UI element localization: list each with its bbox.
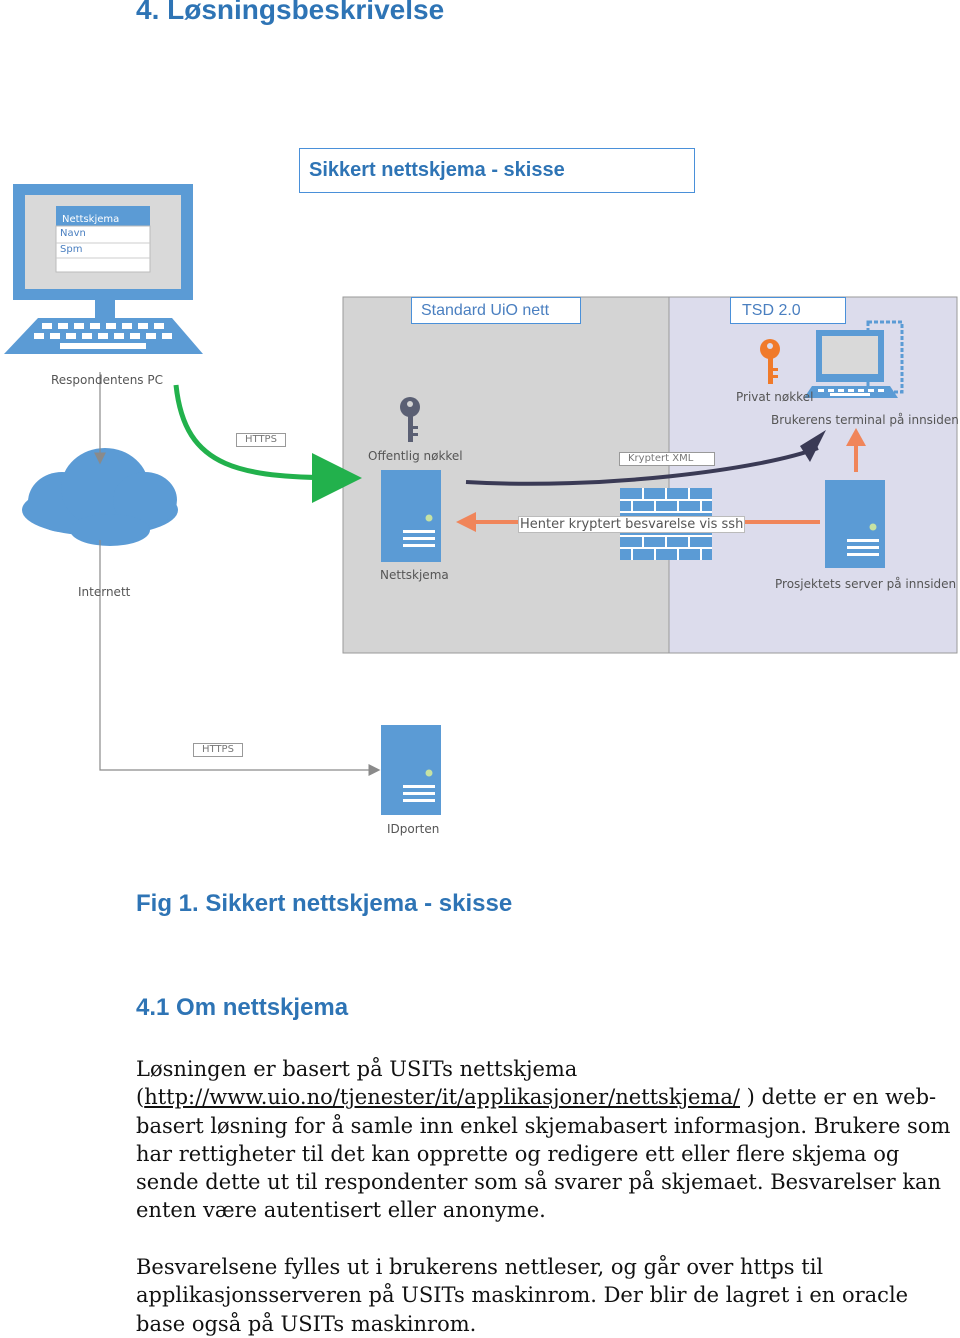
zone-tsd — [668, 296, 958, 654]
idporten-server-icon — [381, 725, 441, 815]
screen-form-field-question: Spm — [60, 244, 83, 255]
zone-uio-label: Standard UiO nett — [411, 297, 581, 324]
fetch-ssh-label: Henter kryptert besvarelse vis ssh — [518, 516, 746, 533]
cloud-icon — [22, 448, 178, 546]
https-bottom-tag: HTTPS — [193, 743, 243, 757]
public-key-label: Offentlig nøkkel — [368, 449, 463, 463]
screen-form-header: Nettskjema — [62, 214, 120, 225]
idporten-label: IDporten — [387, 822, 440, 836]
respondent-pc-label: Respondentens PC — [51, 373, 163, 387]
paragraph-1: Løsningen er basert på USITs nettskjema … — [136, 1055, 958, 1225]
subsection-title: 4.1 Om nettskjema — [136, 994, 349, 1021]
https-green-arrow — [173, 384, 362, 503]
figure-caption: Fig 1. Sikkert nettskjema - skisse — [136, 890, 513, 917]
user-terminal-label: Brukerens terminal på innsiden — [771, 413, 959, 427]
architecture-diagram: Sikkert nettskjema - skisse Standard UiO… — [4, 148, 959, 836]
cloud-to-idporten-line — [99, 540, 381, 776]
section-title: 4. Løsningsbeskrivelse — [136, 0, 445, 25]
paragraph-1-rest: ) dette er en web-basert løsning for å s… — [136, 1085, 951, 1223]
user-terminal-icon — [804, 320, 904, 398]
nettskjema-link[interactable]: http://www.uio.no/tjenester/it/applikasj… — [144, 1085, 740, 1110]
encrypted-xml-tag: Kryptert XML — [619, 452, 715, 466]
project-server-label: Prosjektets server på innsiden — [775, 577, 957, 591]
encrypted-xml-arrow — [465, 446, 819, 486]
key-icon-public — [400, 397, 420, 442]
zone-tsd-label: TSD 2.0 — [730, 297, 846, 324]
paragraph-2: Besvarelsene fylles ut i brukerens nettl… — [136, 1255, 909, 1336]
internet-label: Internett — [78, 585, 131, 599]
monitor-icon — [13, 184, 193, 318]
nettskjema-server-icon — [381, 470, 441, 562]
private-key-label: Privat nøkkel — [736, 390, 814, 404]
screen-form-field-name: Navn — [60, 228, 86, 239]
diagram-title: Sikkert nettskjema - skisse — [299, 148, 695, 193]
project-server-icon — [825, 480, 885, 568]
nettskjema-server-label: Nettskjema — [380, 568, 449, 582]
https-top-tag: HTTPS — [236, 433, 286, 447]
paragraph-1-start: Løsningen er basert på USITs nettskjema … — [136, 1057, 578, 1110]
keyboard-icon — [4, 318, 203, 354]
diagram-canvas — [4, 184, 958, 815]
key-icon-private — [760, 339, 780, 384]
